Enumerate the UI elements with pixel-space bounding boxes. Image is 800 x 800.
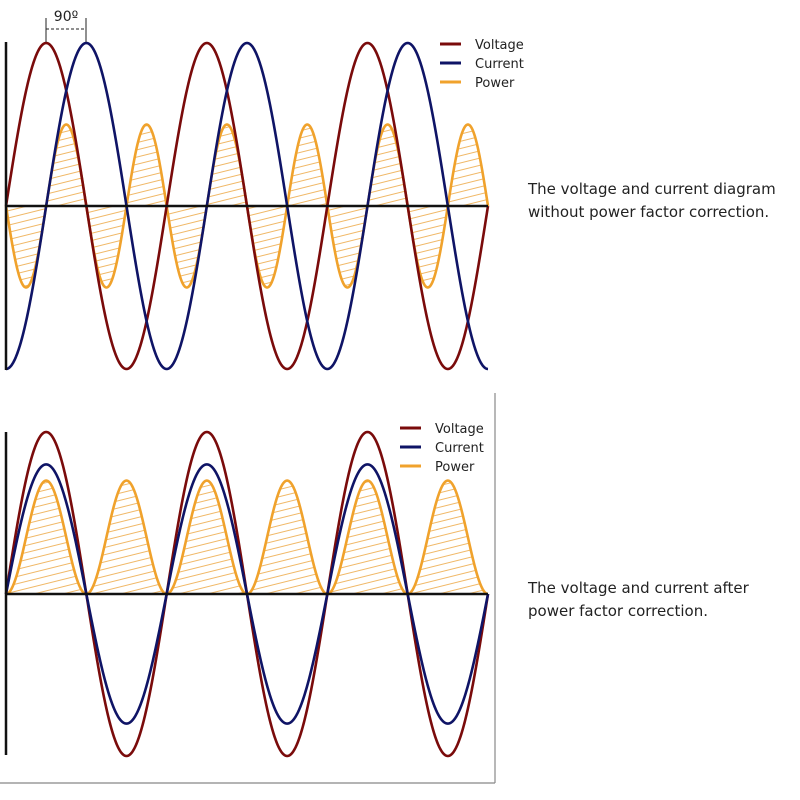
- legend-label-current: Current: [435, 441, 484, 456]
- legend-label-voltage: Voltage: [475, 38, 524, 53]
- caption-top-line-1: The voltage and current diagram: [528, 180, 776, 198]
- legend-label-voltage: Voltage: [435, 422, 484, 437]
- current-curve: [5, 41, 489, 371]
- caption-top-line-2: without power factor correction.: [528, 203, 770, 221]
- legend-label-power: Power: [475, 76, 515, 91]
- phase-shift-annotation: 90º: [45, 9, 87, 42]
- legend-label-power: Power: [435, 460, 475, 475]
- phase-shift-label: 90º: [54, 9, 78, 25]
- legend-label-current: Current: [475, 57, 524, 72]
- power-hatch-fill: [6, 480, 488, 594]
- caption-bottom-line-2: power factor correction.: [528, 602, 708, 620]
- caption-bottom-line-1: The voltage and current after: [528, 579, 749, 597]
- caption-top: The voltage and current diagram without …: [528, 178, 776, 224]
- caption-bottom: The voltage and current after power fact…: [528, 577, 749, 623]
